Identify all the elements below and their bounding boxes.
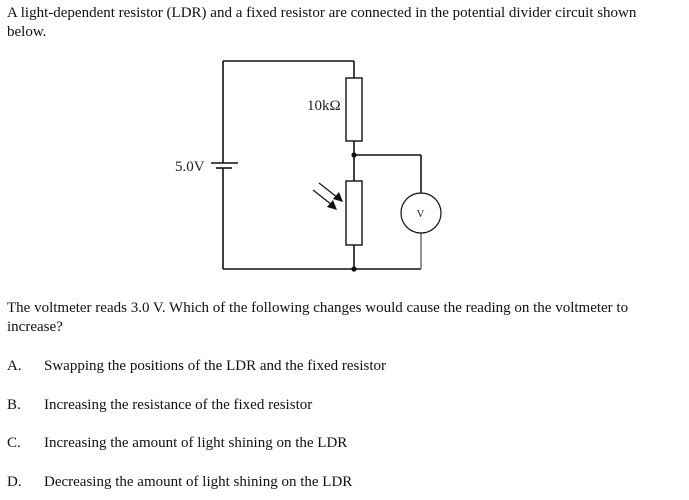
option-letter: A. xyxy=(7,358,22,374)
battery-label: 5.0V xyxy=(175,159,205,175)
option-letter: B. xyxy=(7,397,21,413)
voltmeter-label: V xyxy=(417,208,425,220)
fixed-resistor xyxy=(345,77,363,142)
junction-bottom xyxy=(351,266,357,272)
option-text: Increasing the amount of light shining o… xyxy=(44,435,348,451)
option-text: Increasing the resistance of the fixed r… xyxy=(44,397,313,413)
option-text: Swapping the positions of the LDR and th… xyxy=(44,358,387,374)
option-text: Decreasing the amount of light shining o… xyxy=(44,474,353,490)
question-text: The voltmeter reads 3.0 V. Which of the … xyxy=(7,300,629,335)
option-b[interactable]: B. Increasing the resistance of the fixed… xyxy=(7,396,312,415)
light-arrows-icon xyxy=(312,182,343,210)
option-letter: D. xyxy=(7,474,22,490)
circuit-diagram: 5.0V 10kΩ V xyxy=(175,60,442,272)
battery xyxy=(211,162,238,169)
option-a[interactable]: A. Swapping the positions of the LDR and … xyxy=(7,357,386,376)
option-c[interactable]: C. Increasing the amount of light shining… xyxy=(7,434,347,453)
option-d[interactable]: D. Decreasing the amount of light shining… xyxy=(7,473,352,492)
fixed-resistor-label: 10kΩ xyxy=(307,98,341,114)
voltmeter xyxy=(400,192,442,234)
ldr xyxy=(345,180,363,246)
wires xyxy=(222,60,422,270)
junction-top xyxy=(351,152,357,158)
intro-text: A light-dependent resistor (LDR) and a f… xyxy=(7,5,637,40)
option-letter: C. xyxy=(7,435,21,451)
